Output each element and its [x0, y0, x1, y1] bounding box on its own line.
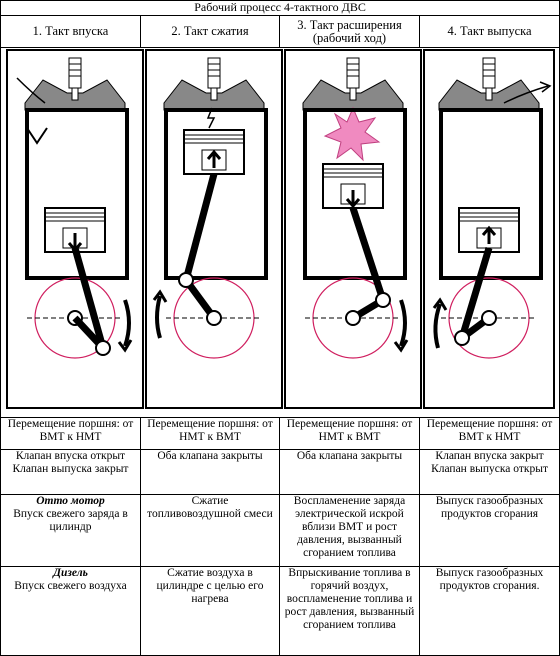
valves-intake: Клапан впуска открыт Клапан выпуска закр… [0, 449, 141, 495]
engine-illustration [0, 47, 560, 418]
movement-compression: Перемещение поршня: от НМТ к ВМТ [140, 417, 280, 450]
otto-intake-text: Впуск свежего заряда в цилиндр [13, 508, 128, 533]
valves-compression: Оба клапана закрыты [140, 449, 280, 495]
panel-power [284, 49, 422, 409]
engine-diagram-svg [6, 49, 555, 409]
diesel-intake-text: Впуск свежего воздуха [14, 580, 127, 592]
diesel-power: Впрыскивание топлива в горячий воздух, в… [279, 566, 420, 656]
otto-label: Отто мотор [36, 495, 105, 507]
otto-power: Воспламенение заряда электрической искро… [279, 494, 420, 567]
panel-compression [145, 49, 283, 409]
stroke-header-compression: 2. Такт сжатия [140, 15, 280, 48]
valves-power: Оба клапана закрыты [279, 449, 420, 495]
otto-exhaust: Выпуск газообразных продуктов сгорания [418, 494, 560, 567]
diesel-exhaust: Выпуск газообразных продуктов сгорания. [418, 566, 560, 656]
otto-compression: Сжатие топливовоздушной смеси [140, 494, 280, 567]
diesel-compression: Сжатие воздуха в цилиндре с целью его на… [140, 566, 280, 656]
stroke-header-intake: 1. Такт впуска [0, 15, 141, 48]
movement-power: Перемещение поршня: от НМТ к ВМТ [279, 417, 420, 450]
stroke-header-exhaust: 4. Такт выпуска [418, 15, 560, 48]
table-title: Рабочий процесс 4-тактного ДВС [0, 0, 560, 16]
stroke-header-power: 3. Такт расширения (рабочий ход) [279, 15, 420, 48]
movement-intake: Перемещение поршня: от ВМТ к НМТ [0, 417, 141, 450]
movement-exhaust: Перемещение поршня: от ВМТ к НМТ [418, 417, 560, 450]
panel-exhaust [423, 49, 555, 409]
valves-exhaust: Клапан впуска закрыт Клапан выпуска откр… [418, 449, 560, 495]
panel-intake [6, 49, 144, 409]
diesel-label: Дизель [53, 567, 88, 579]
